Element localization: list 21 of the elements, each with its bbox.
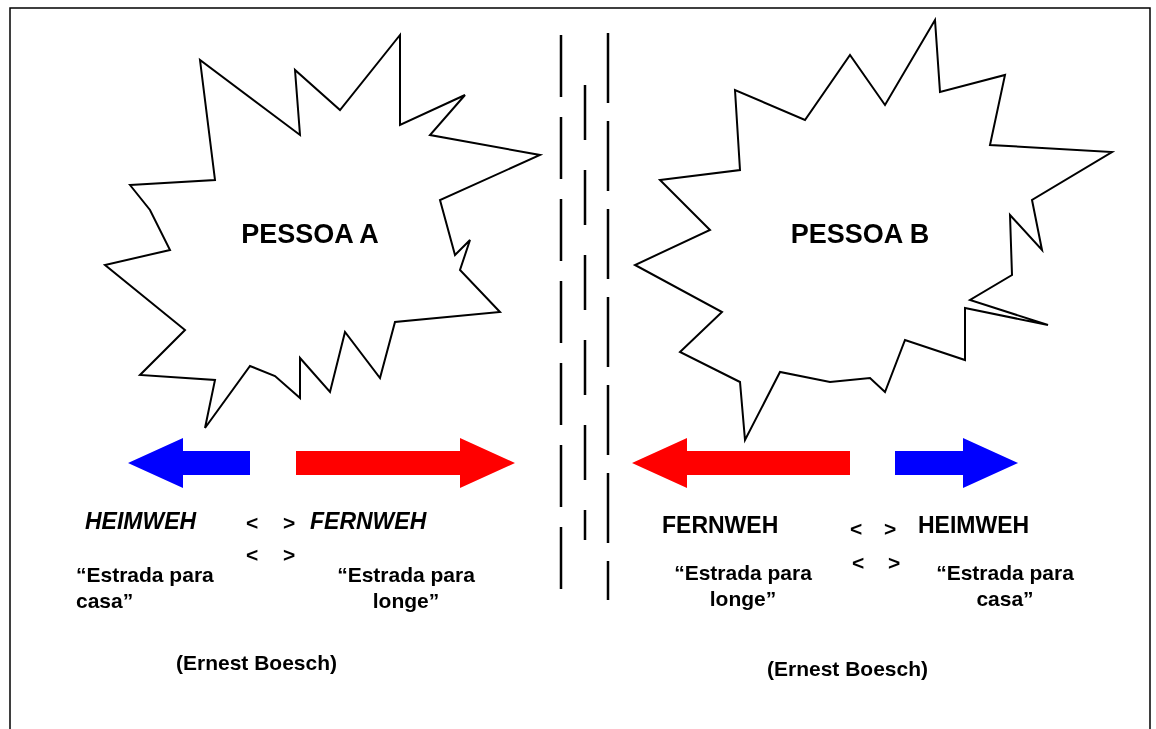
author-credit: (Ernest Boesch) — [176, 650, 338, 676]
quote-text: “Estrada para longe” — [336, 562, 476, 614]
quote-text: “Estrada para casa” — [76, 562, 215, 614]
starburst-shape — [105, 35, 540, 428]
term-label: FERNWEH — [662, 512, 779, 538]
node-label: PESSOA B — [790, 218, 930, 251]
quote-text: “Estrada para longe” — [673, 560, 813, 612]
comparison-sign: < — [246, 510, 259, 536]
comparison-sign: < — [850, 516, 863, 542]
comparison-sign: > — [283, 542, 296, 568]
quote-text: “Estrada para casa” — [935, 560, 1075, 612]
comparison-sign: < — [246, 542, 259, 568]
author-credit: (Ernest Boesch) — [767, 656, 929, 682]
term-label: FERNWEH — [310, 508, 427, 534]
comparison-sign: > — [884, 516, 897, 542]
term-label: HEIMWEH — [918, 512, 1030, 538]
comparison-sign: < — [852, 550, 865, 576]
comparison-sign: > — [283, 510, 296, 536]
term-label: HEIMWEH — [85, 508, 197, 534]
node-label: PESSOA A — [240, 218, 380, 251]
comparison-sign: > — [888, 550, 901, 576]
